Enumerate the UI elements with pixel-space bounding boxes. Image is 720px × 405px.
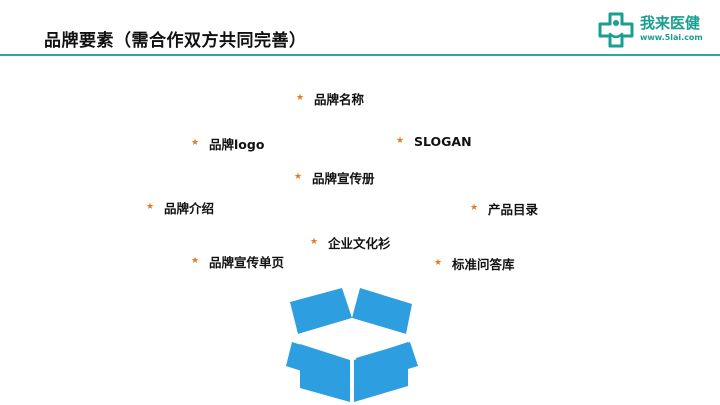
star-icon: ★ xyxy=(294,172,303,182)
element-flyer: ★ 品牌宣传单页 xyxy=(191,252,284,271)
star-icon: ★ xyxy=(434,258,443,268)
element-label: 企业文化衫 xyxy=(328,236,391,251)
logo-name: 我来医健 xyxy=(640,14,701,32)
star-icon: ★ xyxy=(470,203,479,213)
logo-cross-icon xyxy=(598,12,634,48)
element-faq-library: ★ 标准问答库 xyxy=(434,254,515,273)
company-logo: 我来医健 www.5lai.com xyxy=(596,8,712,52)
element-label: 品牌宣传册 xyxy=(312,171,375,186)
element-brand-name: ★ 品牌名称 xyxy=(296,89,364,108)
star-icon: ★ xyxy=(396,136,405,146)
star-icon: ★ xyxy=(310,237,319,247)
logo-url: www.5lai.com xyxy=(640,33,703,42)
star-icon: ★ xyxy=(191,256,200,266)
element-label: 产品目录 xyxy=(488,202,539,217)
element-label: 品牌名称 xyxy=(314,92,365,107)
open-box-icon xyxy=(286,288,418,402)
element-slogan: ★ SLOGAN xyxy=(396,134,472,149)
star-icon: ★ xyxy=(296,93,305,103)
title-divider xyxy=(0,54,720,56)
element-brand-intro: ★ 品牌介绍 xyxy=(146,198,214,217)
element-label: SLOGAN xyxy=(414,134,472,149)
element-label: 品牌logo xyxy=(209,137,265,152)
star-icon: ★ xyxy=(146,202,155,212)
element-label: 品牌介绍 xyxy=(164,201,215,216)
element-label: 品牌宣传单页 xyxy=(209,255,285,270)
element-culture-shirt: ★ 企业文化衫 xyxy=(310,233,391,252)
slide-title: 品牌要素（需合作双方共同完善） xyxy=(44,31,307,51)
element-product-catalog: ★ 产品目录 xyxy=(470,199,538,218)
element-brand-logo: ★ 品牌logo xyxy=(191,134,264,153)
element-label: 标准问答库 xyxy=(452,257,515,272)
element-brochure: ★ 品牌宣传册 xyxy=(294,168,375,187)
star-icon: ★ xyxy=(191,138,200,148)
